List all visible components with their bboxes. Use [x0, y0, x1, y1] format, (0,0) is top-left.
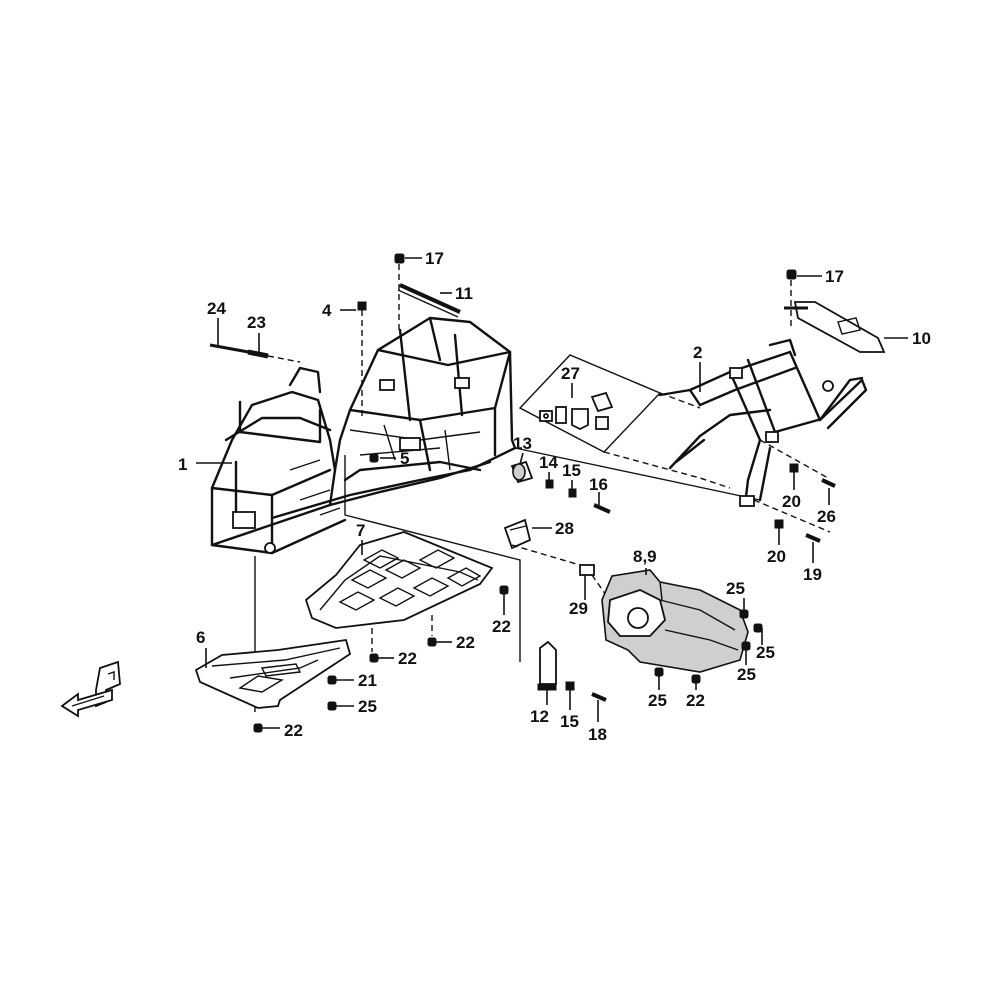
callout-25-a: 25: [726, 579, 745, 598]
callout-12: 12: [530, 707, 549, 726]
callout-labels: 1 2 4 5 6 7 8,9 10 11 12 13 14 15 15 16 …: [178, 249, 931, 744]
callout-1: 1: [178, 455, 187, 474]
callout-16: 16: [589, 475, 608, 494]
bolt-22-lower: [253, 723, 263, 733]
guide-line: [753, 499, 831, 533]
bolt-25-a: [739, 609, 749, 619]
bolt-18: [591, 692, 607, 702]
bolt-17-front: [394, 253, 405, 330]
washer-20-upper: [789, 463, 799, 473]
callout-22-mid: 22: [456, 633, 475, 652]
bushing-13: [510, 460, 534, 484]
callout-25-d: 25: [648, 691, 667, 710]
washer-15-rear: [568, 488, 577, 498]
bolt-22-mid: [427, 637, 437, 647]
bolt-25-c: [741, 641, 751, 651]
callout-15-rear: 15: [562, 461, 581, 480]
callout-22-lower: 22: [284, 721, 303, 740]
callout-2: 2: [693, 343, 702, 362]
bolt-22-center: [369, 653, 379, 663]
callout-17-front: 17: [425, 249, 444, 268]
callout-15-lower: 15: [560, 712, 579, 731]
callout-23: 23: [247, 313, 266, 332]
callout-25-skid: 25: [358, 697, 377, 716]
bolt-19: [805, 533, 821, 543]
callout-5: 5: [400, 449, 409, 468]
washer-20-lower: [774, 519, 784, 529]
callout-14: 14: [539, 453, 558, 472]
callout-19: 19: [803, 565, 822, 584]
callout-4: 4: [322, 301, 332, 320]
bolt-5: [369, 453, 379, 463]
bolt-25-d: [654, 667, 664, 677]
guide-line: [603, 451, 731, 489]
callout-22-center: 22: [398, 649, 417, 668]
guide-line: [511, 544, 591, 569]
leader-lines: [196, 257, 908, 729]
bolts-23-24: [209, 343, 301, 363]
callout-22-skid-right: 22: [492, 617, 511, 636]
callout-26: 26: [817, 507, 836, 526]
rear-subframe: [658, 338, 868, 507]
callout-7: 7: [356, 521, 365, 540]
bolt-22-skid-right: [499, 585, 509, 595]
callout-22-fender: 22: [686, 691, 705, 710]
guide-line: [759, 439, 829, 479]
bolt-21: [327, 675, 337, 685]
callout-18: 18: [588, 725, 607, 744]
callout-13: 13: [513, 434, 532, 453]
bolt-17-rear: [786, 269, 797, 330]
callout-20-upper: 20: [782, 492, 801, 511]
callout-28: 28: [555, 519, 574, 538]
bolt-26: [821, 478, 836, 488]
clamp-12: [537, 640, 557, 691]
reference-line: [344, 455, 521, 662]
callout-27: 27: [561, 364, 580, 383]
washer-14: [545, 479, 554, 489]
front-direction-arrow-icon: [60, 660, 121, 718]
washer-15-lower: [565, 681, 575, 691]
hardware-kit-27: [518, 354, 662, 453]
callout-25-c: 25: [737, 665, 756, 684]
callout-24: 24: [207, 299, 226, 318]
bolt-4: [357, 301, 367, 420]
callout-10: 10: [912, 329, 931, 348]
callout-17-rear: 17: [825, 267, 844, 286]
mudguard-8-9: [601, 569, 749, 673]
bracket-28: [503, 518, 532, 550]
callout-29: 29: [569, 599, 588, 618]
callout-6: 6: [196, 628, 205, 647]
clip-29: [579, 564, 595, 576]
bolt-16: [593, 503, 611, 514]
callout-25-b: 25: [756, 643, 775, 662]
skid-plate-7: [304, 531, 494, 652]
main-frame: [210, 316, 517, 555]
callout-20-lower: 20: [767, 547, 786, 566]
callout-21: 21: [358, 671, 377, 690]
bolt-25-skid: [327, 701, 337, 711]
guide-line: [659, 392, 701, 409]
plate-10: [784, 301, 886, 353]
skid-plate-6: [194, 638, 352, 709]
bolt-22-fender: [691, 674, 701, 684]
callout-8-9: 8,9: [633, 547, 657, 566]
bolt-25-b: [753, 623, 763, 633]
reference-line: [514, 447, 761, 501]
rod-11: [397, 283, 461, 318]
callout-11: 11: [455, 284, 473, 303]
